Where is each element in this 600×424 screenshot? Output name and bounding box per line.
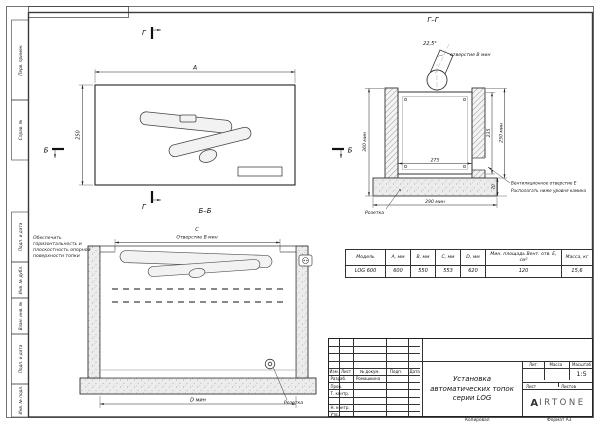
gg-vent-label-1: Вентиляционное отверстие E [511, 181, 577, 186]
tb-role-nkontr: Н. контр. [330, 405, 350, 411]
vent-opening [471, 158, 486, 170]
bb-hole-label: Отверстие B мин [176, 235, 217, 241]
margin-cells [11, 19, 29, 418]
airtone-logo: A IRTONE [522, 389, 594, 417]
burner-panel [237, 166, 283, 177]
section-letter: Г [142, 203, 147, 211]
table-header-cell: D, мм [461, 250, 486, 266]
wall-socket-icon [298, 254, 313, 267]
gg-dim-290: 290 мин [425, 199, 445, 205]
section-mark-g-top: Г [142, 27, 161, 39]
tb-col-data: Дата [409, 369, 420, 374]
section-letter: Б [44, 147, 49, 155]
section-mark-b-right: Б [332, 147, 353, 158]
tb-role-tkontr: Т. контр. [330, 390, 350, 396]
table-cell: 15,6 [571, 267, 583, 274]
table-header-cell: C, мм [436, 250, 461, 266]
gg-dim-235: 235 [486, 129, 492, 138]
margin-labels: Перв. примен. Справ. № Подп. и дата Инв.… [18, 44, 23, 414]
section-gg-title: Г–Г [427, 16, 439, 24]
margin-label: Взам. инв. № [18, 301, 23, 330]
gg-dim-360: 360 мин [362, 132, 368, 152]
table-header-cell: Модель [346, 250, 386, 266]
drawing-title: Установка автоматических топок серии LOG [430, 375, 514, 402]
flue-angle-label: 22,5° [423, 41, 437, 47]
kopiroval-label: Копировал [465, 417, 490, 423]
tb-listov-label: Листов [561, 383, 576, 389]
bb-socket-symbol [264, 358, 276, 370]
table-cell: 553 [436, 266, 461, 277]
dimension-a [94, 69, 296, 83]
tb-role-prov: Пров. [330, 383, 343, 389]
bb-floor-slab [79, 377, 317, 395]
tb-role-utv: Утв. [330, 412, 339, 418]
table-header-cell: Масса, кг [562, 250, 592, 266]
logo-letter-a: A [530, 397, 539, 409]
section-mark-b-left: Б [44, 147, 64, 158]
table-header-cell: Мин. площадь Вент. отв. E, см² [486, 250, 562, 266]
tb-col-list: Лист [341, 369, 352, 374]
gg-socket-label: Розетка [365, 210, 384, 216]
dim-a-label: A [192, 65, 197, 72]
section-letter: Г [142, 29, 147, 37]
title-block: Изм. Лист № докум. Подп. Дата Разраб. Ро… [328, 338, 593, 417]
section-letter: Б [348, 147, 353, 155]
tb-masshtab-label: Масштаб [572, 362, 592, 368]
section-gg: Г–Г 22,5° отверстие B мин [362, 16, 587, 216]
wall-left [384, 87, 399, 179]
tb-role-razrab: Разраб. [330, 376, 347, 382]
margin-label: Инв. № дубл. [18, 266, 23, 295]
format-label: Формат А3 [547, 417, 572, 423]
bb-dim-d: D мин [190, 398, 206, 404]
gg-dim-70: 70 [491, 184, 496, 190]
tb-col-izm: Изм. [329, 369, 339, 374]
flue-pipe [426, 43, 454, 94]
firebox-body [397, 91, 473, 175]
table-cell: 120 [486, 266, 562, 277]
bb-dim-c: C [195, 227, 199, 233]
dim-250-label: 250 [76, 130, 82, 140]
top-stamp-box [28, 6, 129, 18]
decorative-logs [139, 111, 252, 163]
tb-lit-label: Лит. [529, 362, 539, 368]
margin-label: Инв. № подл. [18, 386, 23, 415]
dimension-250 [79, 84, 93, 186]
margin-label: Подп. и дата [18, 344, 23, 373]
sheet-frame [6, 6, 594, 418]
tb-massa-label: Масса [549, 362, 563, 368]
table-header-cell: A, мм [386, 250, 411, 266]
table-cell: 550 [411, 266, 436, 277]
margin-label: Справ. № [18, 119, 23, 140]
table-cell: 620 [461, 266, 486, 277]
table-cell: LOG 600 [346, 266, 386, 277]
bb-wall-left [87, 245, 101, 379]
section-mark-g-bottom: Г [142, 191, 161, 211]
tb-list-label: Лист [526, 383, 537, 389]
bb-decorative-logs [119, 250, 273, 278]
floor-slab [372, 177, 498, 197]
table-cell: 600 [386, 266, 411, 277]
logo-text: IRTONE [539, 398, 586, 409]
margin-label: Перв. примен. [18, 44, 23, 75]
dimension-table: Модель A, мм B, мм C, мм D, мм Мин. площ… [345, 249, 593, 278]
corner-screws [403, 98, 466, 169]
flue-hole-label: отверстие B мин [450, 52, 490, 58]
section-bb: Б–Б Розетка [79, 207, 317, 408]
tb-author-name: Ромашкина [356, 376, 381, 382]
tb-col-doc: № докум. [360, 369, 380, 374]
tb-col-podp: Подп. [390, 369, 403, 374]
table-header-cell: B, мм [411, 250, 436, 266]
bb-socket-label: Розетка [284, 400, 303, 406]
install-note: Обеспечить горизонтальность и плоскостно… [33, 236, 91, 259]
gg-dim-lines [365, 88, 507, 208]
margin-label: Подп. и дата [18, 222, 23, 251]
bb-dim-lines [99, 239, 297, 408]
plan-view: A 250 Г Г Б Б [44, 27, 353, 211]
tb-scale-value: 1:5 [576, 370, 587, 378]
gg-dim-275: 275 [431, 158, 440, 164]
gg-dim-250: 250 мин [498, 123, 504, 143]
gg-vent-label-2: Располагать ниже уровня камина [511, 188, 587, 193]
section-bb-title: Б–Б [198, 207, 211, 215]
